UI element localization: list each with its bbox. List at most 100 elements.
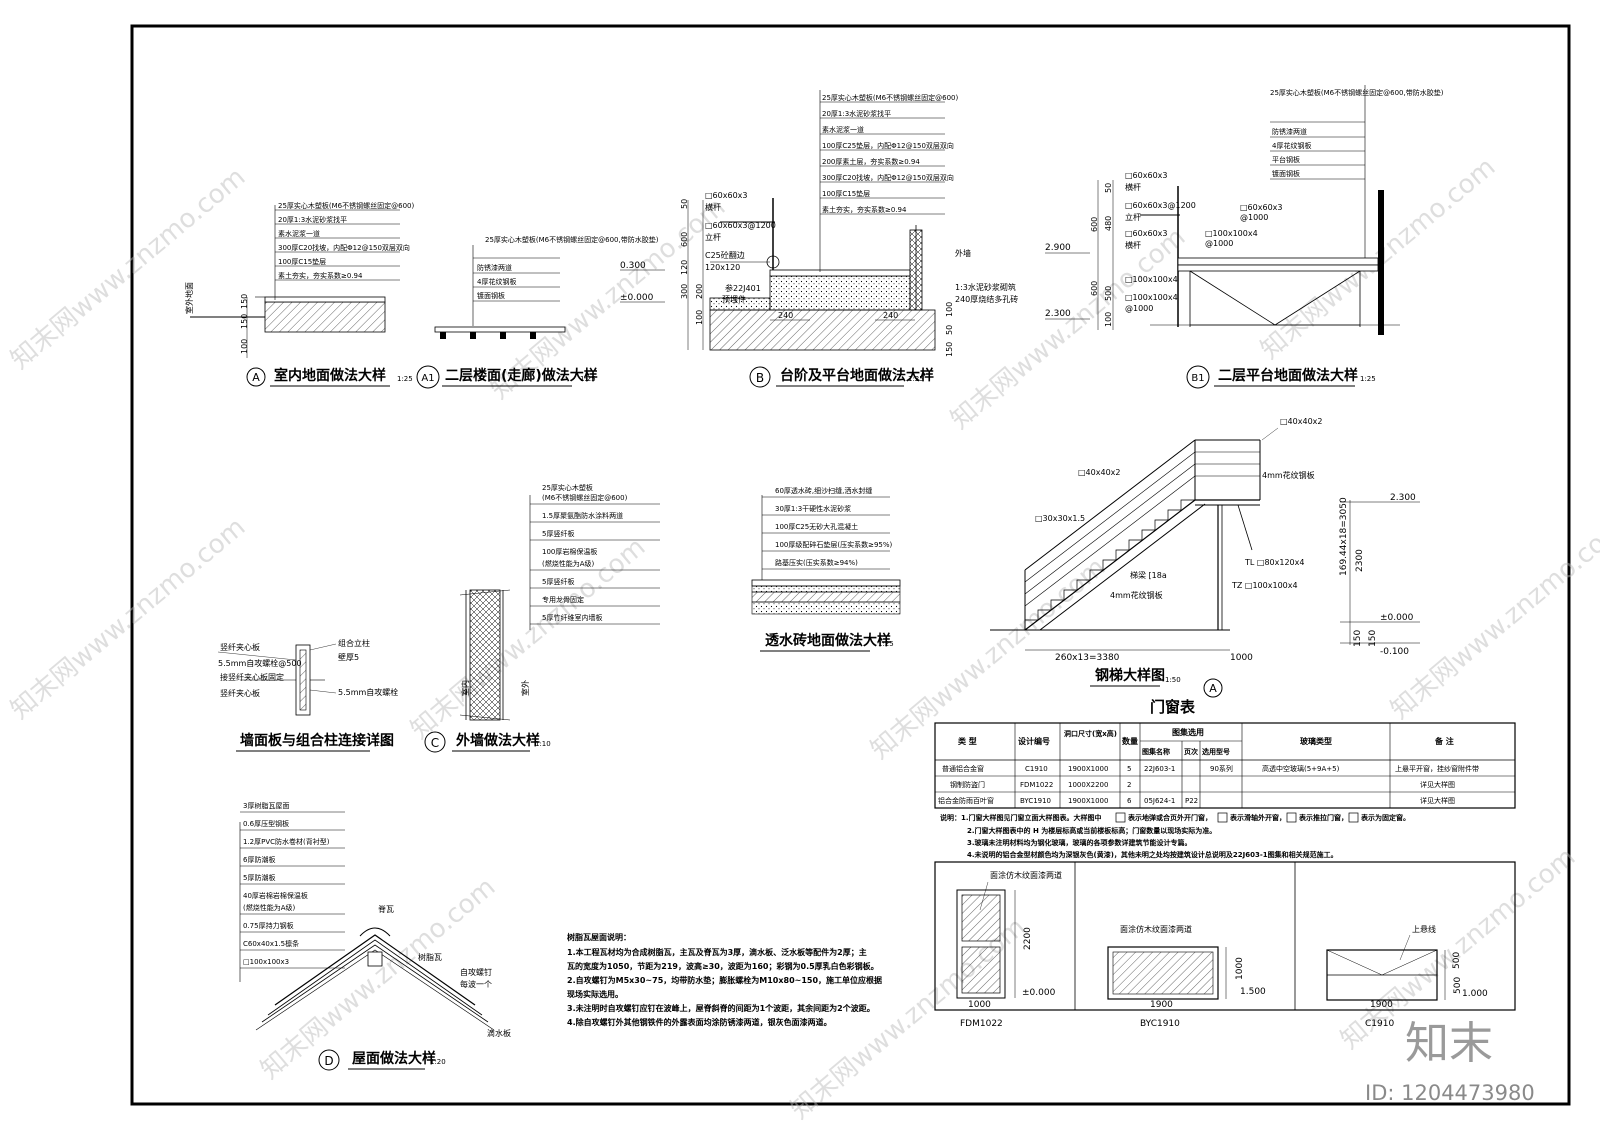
detail-steel-stair: □40x40x2 □40x40x2 4mm花纹钢板 □30x30x1.5 梯梁 … bbox=[990, 417, 1420, 698]
svg-text:C1910: C1910 bbox=[1365, 1019, 1394, 1029]
layer-label: 100厚岩棉保温板 bbox=[542, 547, 597, 556]
notes-line: 现场实际选用。 bbox=[567, 989, 623, 999]
dims: 100 150 150 bbox=[240, 294, 249, 358]
detail-wall-panel: 竖纤夹心板 5.5mm自攻螺栓@500 接竖纤夹心板固定 竖纤夹心板 组合立柱 … bbox=[217, 638, 398, 752]
layer-label: 0.75厚持力钢板 bbox=[243, 921, 294, 930]
svg-text:500: 500 bbox=[1453, 977, 1463, 994]
svg-text:横杆: 横杆 bbox=[705, 202, 721, 212]
watermark-text: 知末网www.znzmo.com bbox=[5, 512, 251, 725]
svg-text:上悬线: 上悬线 bbox=[1412, 924, 1436, 934]
detail-title: 屋面做法大样 bbox=[352, 1050, 436, 1067]
svg-text:±0.000: ±0.000 bbox=[620, 293, 654, 303]
detail-a1: 25厚实心木塑板(M6不锈钢螺丝固定@600,带防水胶垫) 防锈漆两道 4厚花纹… bbox=[416, 235, 659, 389]
column-header: 备 注 bbox=[1434, 736, 1454, 746]
svg-text:4mm花纹钢板: 4mm花纹钢板 bbox=[1262, 470, 1315, 480]
svg-text:3.玻璃未注明材料均为钢化玻璃，玻璃的各项参数详建筑节能设计: 3.玻璃未注明材料均为钢化玻璃，玻璃的各项参数详建筑节能设计专篇。 bbox=[967, 838, 1192, 847]
layer-label: 镀面钢板 bbox=[477, 291, 505, 300]
layer-label: 100厚级配碎石垫层(压实系数≥95%) bbox=[775, 540, 893, 549]
svg-text:滴水板: 滴水板 bbox=[487, 1028, 511, 1038]
detail-scale: 1:25 bbox=[878, 640, 894, 648]
svg-text:□40x40x2: □40x40x2 bbox=[1280, 417, 1322, 426]
detail-scale: 1:25 bbox=[580, 375, 596, 383]
table-cell: 上悬平开窗，挂纱窗附件带 bbox=[1395, 764, 1479, 773]
table-cell: 详见大样图 bbox=[1420, 796, 1455, 805]
svg-text:竖纤夹心板: 竖纤夹心板 bbox=[220, 642, 260, 652]
table-cell: 详见大样图 bbox=[1420, 780, 1455, 789]
table-cell: 05J624-1 bbox=[1144, 797, 1175, 805]
svg-text:立杆: 立杆 bbox=[705, 232, 721, 242]
svg-text:@1000: @1000 bbox=[1205, 239, 1233, 248]
svg-text:2300: 2300 bbox=[1355, 549, 1365, 572]
detail-title: 透水砖地面做法大样 bbox=[765, 632, 891, 649]
layer-label: (燃烧性能为A级) bbox=[542, 559, 595, 568]
sheet-border bbox=[130, 24, 1571, 1106]
watermark-text: 知末网www.znzmo.com bbox=[945, 222, 1191, 435]
layer-label: 60厚透水砖,细沙扫缝,洒水封缝 bbox=[775, 486, 872, 495]
svg-text:组合立柱: 组合立柱 bbox=[338, 638, 370, 648]
svg-text:600: 600 bbox=[1090, 281, 1099, 296]
svg-text:表示滑轴外开窗，: 表示滑轴外开窗， bbox=[1229, 813, 1286, 822]
svg-text:立杆: 立杆 bbox=[1125, 212, 1141, 222]
svg-text:±0.000: ±0.000 bbox=[1380, 613, 1414, 623]
layer-label: 20厚1:3水泥砂浆找平 bbox=[822, 109, 891, 118]
svg-text:240: 240 bbox=[778, 311, 793, 320]
svg-text:表示为固定窗。: 表示为固定窗。 bbox=[1360, 813, 1410, 822]
layer-label: 素土夯实，夯实系数≥0.94 bbox=[822, 205, 907, 214]
layer-label: 素土夯实，夯实系数≥0.94 bbox=[278, 271, 363, 280]
layer-label: 100厚C15垫层 bbox=[822, 189, 870, 198]
svg-text:横杆: 横杆 bbox=[1125, 240, 1141, 250]
table-cell: 90系列 bbox=[1210, 764, 1233, 773]
layer-label: 5厚竖纤板 bbox=[542, 577, 574, 586]
column-header: 图集选用 bbox=[1172, 727, 1204, 737]
table-cell: FDM1022 bbox=[1020, 781, 1053, 789]
detail-a: 25厚实心木塑板(M6不锈钢螺丝固定@600) 20厚1:3水泥砂浆找平 素水泥… bbox=[184, 201, 414, 387]
layer-label: 40厚岩棉岩棉保温板 bbox=[243, 891, 308, 900]
svg-text:TZ □100x100x4: TZ □100x100x4 bbox=[1231, 581, 1298, 590]
svg-text:室内: 室内 bbox=[460, 680, 470, 696]
svg-text:50: 50 bbox=[945, 325, 954, 335]
layer-label: 1.2厚PVC防水卷材(背衬型) bbox=[243, 837, 330, 846]
table-notes: 说明：1.门窗大样图见门窗立面大样图表。大样图中 表示地弹或合页外开门窗， 表示… bbox=[940, 812, 1410, 859]
detail-mark: B1 bbox=[1191, 373, 1204, 384]
notes-line: 3.未注明时自攻螺钉应钉在波峰上，屋脊斜脊的间距为1个波距，其余间距为2个波距。 bbox=[567, 1003, 875, 1013]
table-cell: 5 bbox=[1127, 765, 1131, 773]
svg-text:150: 150 bbox=[1353, 630, 1363, 647]
detail-c: 25厚实心木塑板 (M6不锈钢螺丝固定@600) 1.5厚聚氨酯防水涂料两道 5… bbox=[424, 483, 660, 753]
watermark-text: 知末网www.znzmo.com bbox=[5, 162, 251, 375]
layer-label: 5厚竖纤板 bbox=[542, 529, 574, 538]
layer-label: 6厚防潮板 bbox=[243, 855, 275, 864]
table-cell: 普通铝合金窗 bbox=[942, 764, 984, 773]
svg-text:TL □80x120x4: TL □80x120x4 bbox=[1244, 558, 1304, 567]
detail-mark: C bbox=[431, 736, 439, 750]
svg-text:150: 150 bbox=[1368, 630, 1378, 647]
svg-text:120x120: 120x120 bbox=[705, 263, 740, 272]
svg-text:接竖纤夹心板固定: 接竖纤夹心板固定 bbox=[220, 672, 284, 682]
roof-notes: 树脂瓦屋面说明： 1.本工程瓦材均为合成树脂瓦，主瓦及脊瓦为3厚，滴水板、泛水板… bbox=[567, 932, 882, 1027]
watermark-text: 知末网www.znzmo.com bbox=[405, 532, 651, 745]
detail-mark: A1 bbox=[421, 373, 434, 384]
svg-text:50: 50 bbox=[680, 199, 689, 209]
elevation-fdm1022: 面涂仿木纹面漆两道 2200 ±0.000 1000 FDM1022 bbox=[956, 870, 1062, 1029]
outdoor-label: 室外地面 bbox=[184, 282, 194, 314]
svg-text:1.500: 1.500 bbox=[1240, 987, 1266, 997]
notes-title: 树脂瓦屋面说明： bbox=[567, 932, 631, 942]
svg-text:□100x100x4: □100x100x4 bbox=[1125, 275, 1178, 284]
detail-scale: 1:10 bbox=[535, 740, 551, 748]
svg-text:1900: 1900 bbox=[1150, 1000, 1173, 1010]
layer-label: C60x40x1.5檩条 bbox=[243, 939, 299, 948]
svg-text:480: 480 bbox=[1104, 216, 1113, 231]
table-cell: 1900X1000 bbox=[1068, 765, 1108, 773]
svg-text:2.900: 2.900 bbox=[1045, 243, 1071, 253]
svg-text:4mm花纹钢板: 4mm花纹钢板 bbox=[1110, 590, 1163, 600]
elevation-c1910: 上悬线 500 500 1.000 1900 C1910 bbox=[1326, 924, 1488, 1029]
table-cell: 高透中空玻璃(5+9A+5) bbox=[1262, 764, 1340, 773]
svg-text:壁厚5: 壁厚5 bbox=[338, 652, 359, 662]
layer-label: 素水泥浆一道 bbox=[278, 229, 320, 238]
svg-text:□60x60x3@1200: □60x60x3@1200 bbox=[705, 221, 776, 230]
table-cell: C1910 bbox=[1025, 765, 1048, 773]
detail-title: 二层平台地面做法大样 bbox=[1218, 367, 1358, 384]
table-body: 普通铝合金窗 C1910 1900X1000 5 22J603-1 90系列 高… bbox=[938, 764, 1479, 805]
svg-text:2.300: 2.300 bbox=[1390, 493, 1416, 503]
svg-text:1000: 1000 bbox=[1230, 653, 1253, 663]
